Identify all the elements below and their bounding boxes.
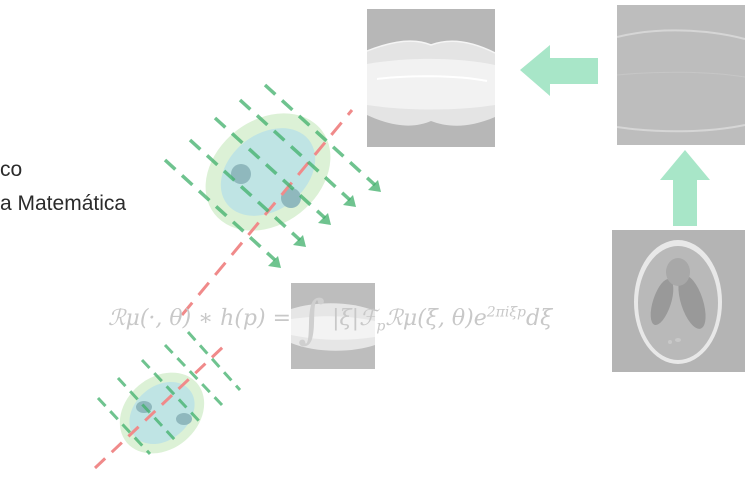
formula-lhs: ℛμ(·, θ) ∗ h(p) = [108, 306, 292, 331]
formula-tail: dξ [526, 306, 553, 331]
phantom-panel [612, 230, 745, 372]
formula-sinogram-graphic [291, 283, 375, 369]
formula-exponent: 2πiξp [486, 304, 526, 321]
filtered-backprojection-formula: ℛμ(·, θ) ∗ h(p) = ∫ |ξ|ℱpℛμ(ξ, θ)e2πiξpd… [108, 278, 553, 350]
left-arrow [520, 45, 598, 96]
up-arrow [660, 150, 710, 226]
formula-rhs: |ξ|ℱ [332, 306, 377, 331]
filtered-sinogram-panel [367, 9, 495, 147]
phantom-graphic [612, 230, 745, 372]
red-beam-small [93, 343, 227, 470]
text-line-1: co [0, 158, 23, 181]
large-object-spot-1 [231, 164, 251, 184]
formula-rhs-2: ℛμ(ξ, θ)e [385, 306, 487, 331]
green-beams-small [96, 330, 242, 456]
text-line-2: a Matemática [0, 192, 127, 215]
large-object-spot-2 [281, 188, 301, 208]
sinogram-graphic [617, 5, 745, 145]
small-object-ellipse [119, 372, 205, 454]
large-object-ellipse [205, 113, 331, 231]
formula-rhs-subscript: p [376, 318, 386, 335]
green-beams-large-heads [268, 180, 381, 268]
green-beams-large [163, 83, 377, 262]
sinogram-panel [617, 5, 745, 145]
formula-sinogram-panel [291, 283, 375, 369]
filtered-sinogram-graphic [367, 9, 495, 147]
formula-integral-sign: ∫ [298, 290, 326, 350]
red-beam-large [180, 109, 354, 316]
small-object-spot-2 [176, 413, 192, 425]
